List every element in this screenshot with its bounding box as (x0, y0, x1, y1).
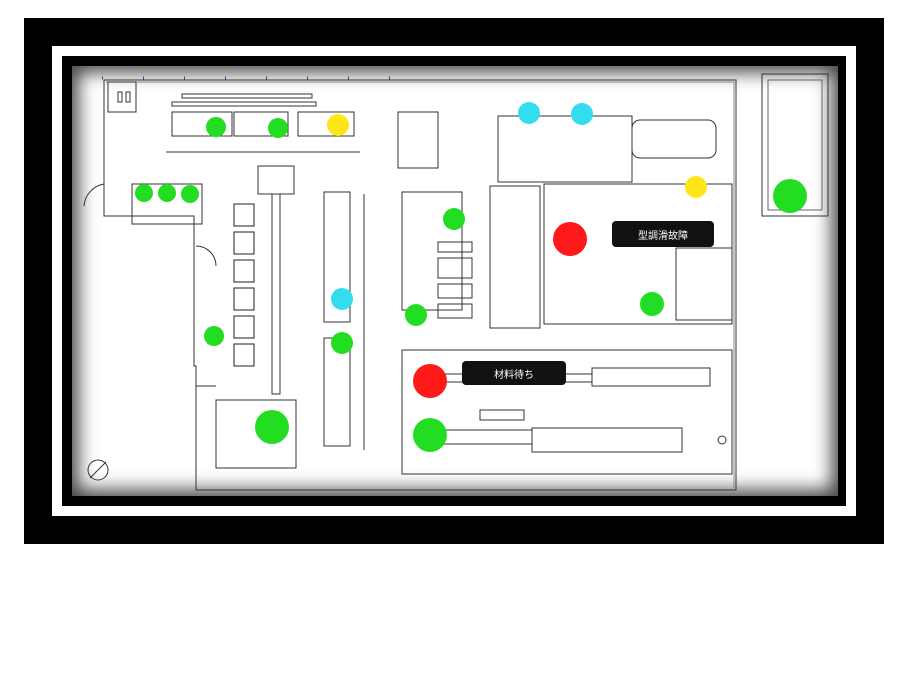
press-line (531, 427, 683, 453)
sub-room (215, 399, 297, 469)
door-swing (195, 245, 217, 267)
conveyor (271, 193, 281, 395)
status-light (204, 326, 224, 346)
status-light (331, 288, 353, 310)
machine-block (543, 183, 733, 325)
status-light (268, 118, 288, 138)
press-line (591, 367, 711, 387)
status-light (327, 114, 349, 136)
status-light (135, 184, 153, 202)
status-light (206, 117, 226, 137)
waiting-material-text: 材料待ち (494, 369, 534, 381)
utility-box (107, 81, 137, 113)
status-light (640, 292, 664, 316)
floor-plan-drawing (83, 73, 829, 491)
machine-block (497, 115, 633, 183)
press-machine (171, 111, 233, 137)
status-light (518, 102, 540, 124)
mold-fault-text: 型調滑故障 (638, 230, 688, 242)
status-light (158, 184, 176, 202)
control-panel (257, 165, 295, 195)
status-light (413, 364, 447, 398)
storage-racks (233, 203, 255, 367)
side-room (761, 73, 829, 217)
status-light (405, 304, 427, 326)
waiting-material-callout: 材料待ち (462, 361, 566, 385)
status-lights (135, 102, 807, 452)
press-machine (233, 111, 289, 137)
mold-fault-callout: 型調滑故障 (612, 221, 714, 247)
status-light (773, 179, 807, 213)
status-light (685, 176, 707, 198)
status-light (443, 208, 465, 230)
press-machine (297, 111, 355, 137)
factory-floor-plan (72, 66, 838, 496)
press-line-area (401, 349, 733, 475)
status-light (571, 103, 593, 125)
compass-icon (87, 459, 109, 481)
status-light (181, 185, 199, 203)
door-swing (83, 183, 105, 207)
status-light (331, 332, 353, 354)
building-wall (103, 79, 737, 491)
status-light (553, 222, 587, 256)
status-light (255, 410, 289, 444)
status-light (413, 418, 447, 452)
